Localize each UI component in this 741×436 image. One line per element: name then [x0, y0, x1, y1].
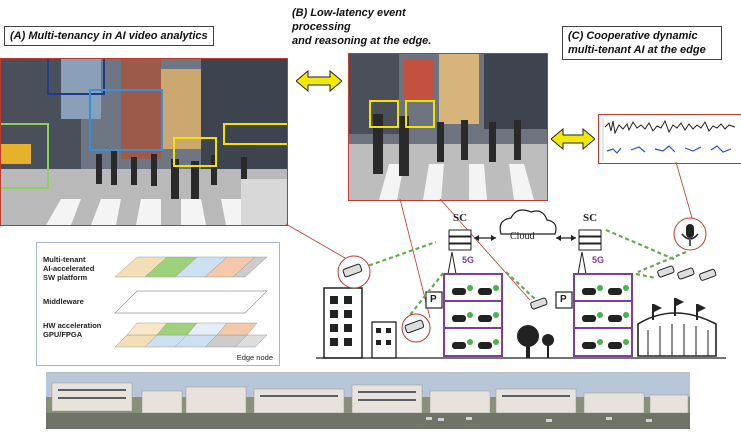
smart-city-diagram: SC SC Cloud 5G 5G P P: [286, 200, 736, 368]
label-c-line1: (C) Cooperative dynamic: [568, 30, 698, 42]
layer1-line2: AI-accelerated: [43, 264, 95, 273]
label-c-line2: multi-tenant AI at the edge: [568, 44, 706, 56]
photo-street-scene-b: [348, 53, 548, 201]
smart-city-graphic: [316, 209, 726, 359]
5g-left-label: 5G: [462, 255, 475, 265]
detection-box-navy: [47, 59, 105, 95]
audio-waveform-panel: [598, 114, 741, 164]
server-left: [448, 229, 472, 251]
campus-panorama-photo: [46, 372, 690, 429]
layer1-line3: SW platform: [43, 273, 88, 282]
detection-box-yellow-2: [223, 123, 287, 145]
campus-panorama-graphic: [46, 373, 690, 429]
label-b-line1: (B) Low-latency event processing: [292, 7, 406, 33]
layer3-line2: GPU/FPGA: [43, 330, 83, 339]
double-arrow-a-b: [296, 70, 342, 92]
detection-box-green: [1, 123, 49, 189]
detection-box-yellow-1: [173, 137, 217, 167]
camera-group: [337, 255, 717, 343]
edge-node-caption: Edge node: [236, 353, 273, 362]
layer3-line1: HW acceleration: [43, 321, 102, 330]
edge-node-panel: Multi-tenant AI-accelerated SW platform …: [36, 242, 280, 366]
detection-box-blue: [89, 89, 163, 151]
detection-box-yellow-b1: [369, 100, 399, 128]
double-arrow-b-c: [551, 128, 595, 150]
label-b-line2: and reasoning at the edge.: [292, 35, 432, 47]
detection-box-yellow-b2: [405, 100, 435, 128]
street-scene-a-graphic: [1, 59, 287, 225]
sc-left-label: SC: [453, 212, 468, 224]
parking-right-sign: P: [560, 294, 567, 305]
photo-street-scene-a: [0, 58, 288, 226]
parking-left-sign: P: [430, 294, 437, 305]
label-multi-tenancy: (A) Multi-tenancy in AI video analytics: [4, 26, 214, 46]
edge-node-layers-graphic: [114, 256, 268, 348]
label-low-latency: (B) Low-latency event processing and rea…: [287, 4, 469, 50]
sc-right-label: SC: [583, 212, 598, 224]
layer-sw-platform-label: Multi-tenant AI-accelerated SW platform: [43, 255, 94, 282]
layer-hw-label: HW acceleration GPU/FPGA: [43, 321, 101, 339]
5g-right-label: 5G: [592, 255, 605, 265]
label-cooperative: (C) Cooperative dynamic multi-tenant AI …: [562, 26, 722, 60]
waveform-graphic: [602, 117, 736, 161]
layer1-line1: Multi-tenant: [43, 255, 86, 264]
cloud-label: Cloud: [510, 231, 535, 242]
layer-middleware-label: Middleware: [43, 297, 84, 306]
